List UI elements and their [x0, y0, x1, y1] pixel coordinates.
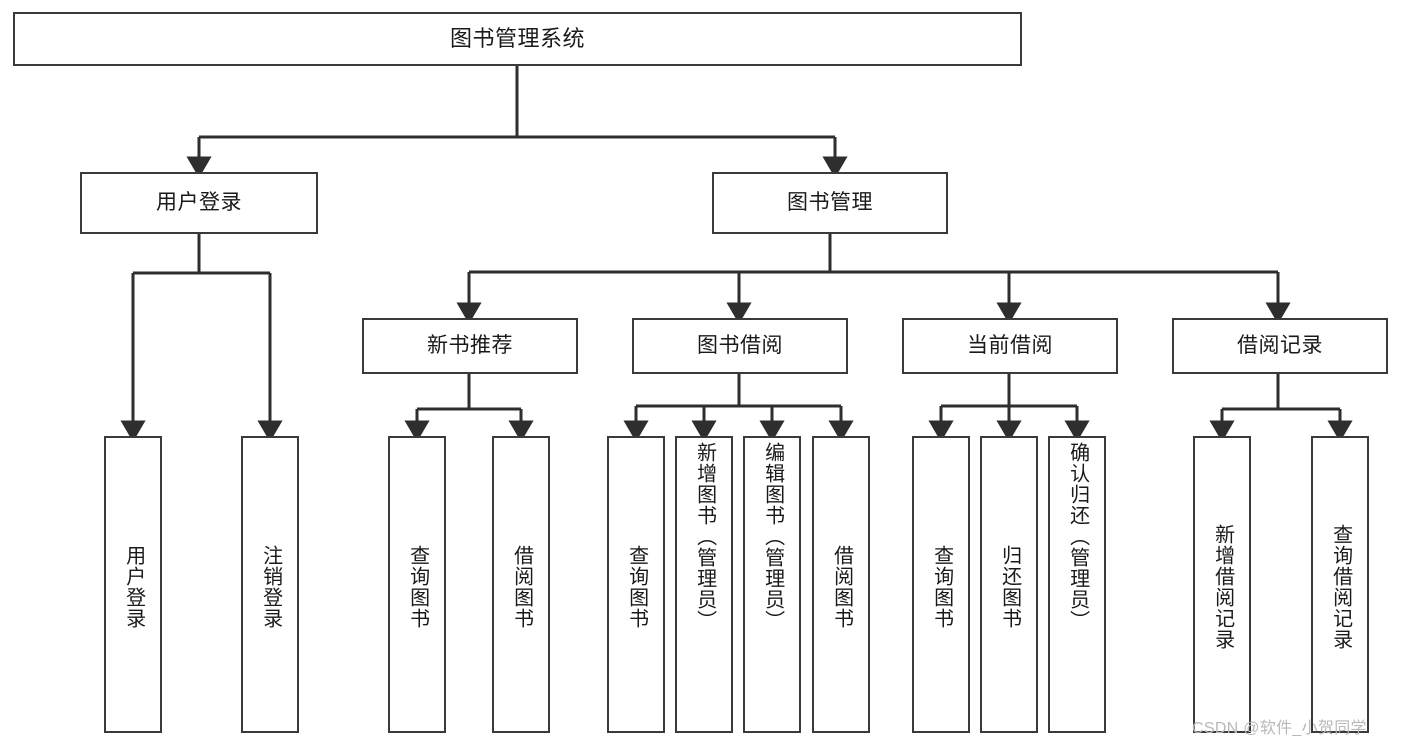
node-leaf-confirm-return-label: 确认归还（管理员） [1066, 442, 1089, 631]
node-leaf-user-login-label: 用户登录 [122, 544, 145, 629]
node-book-manage[interactable]: 图书管理 [712, 172, 948, 234]
node-leaf-confirm-return[interactable]: 确认归还（管理员） [1048, 436, 1106, 733]
node-leaf-borrow-book-2[interactable]: 借阅图书 [812, 436, 870, 733]
node-leaf-query-book-1[interactable]: 查询图书 [388, 436, 446, 733]
node-current-borrow-label: 当前借阅 [967, 334, 1053, 358]
node-leaf-add-book[interactable]: 新增图书（管理员） [675, 436, 733, 733]
node-book-borrow-label: 图书借阅 [697, 334, 783, 358]
node-user-login-label: 用户登录 [156, 191, 242, 215]
node-leaf-add-book-label: 新增图书（管理员） [693, 442, 716, 631]
node-leaf-query-record[interactable]: 查询借阅记录 [1311, 436, 1369, 733]
node-leaf-return-book-label: 归还图书 [998, 544, 1021, 629]
node-new-book-recommend-label: 新书推荐 [427, 334, 513, 358]
node-current-borrow[interactable]: 当前借阅 [902, 318, 1118, 374]
node-leaf-user-login[interactable]: 用户登录 [104, 436, 162, 733]
node-leaf-query-book-3[interactable]: 查询图书 [912, 436, 970, 733]
node-leaf-edit-book-label: 编辑图书（管理员） [761, 442, 784, 631]
node-borrow-record[interactable]: 借阅记录 [1172, 318, 1388, 374]
node-borrow-record-label: 借阅记录 [1237, 334, 1323, 358]
node-leaf-logout-login[interactable]: 注销登录 [241, 436, 299, 733]
node-user-login[interactable]: 用户登录 [80, 172, 318, 234]
node-leaf-query-book-2-label: 查询图书 [625, 544, 648, 629]
node-leaf-add-record-label: 新增借阅记录 [1211, 523, 1234, 650]
node-leaf-query-book-3-label: 查询图书 [930, 544, 953, 629]
node-new-book-recommend[interactable]: 新书推荐 [362, 318, 578, 374]
node-leaf-query-record-label: 查询借阅记录 [1329, 523, 1352, 650]
node-leaf-borrow-book-1[interactable]: 借阅图书 [492, 436, 550, 733]
node-root[interactable]: 图书管理系统 [13, 12, 1022, 66]
node-leaf-query-book-1-label: 查询图书 [406, 544, 429, 629]
node-book-manage-label: 图书管理 [787, 191, 873, 215]
node-root-label: 图书管理系统 [449, 25, 585, 51]
node-leaf-edit-book[interactable]: 编辑图书（管理员） [743, 436, 801, 733]
node-book-borrow[interactable]: 图书借阅 [632, 318, 848, 374]
node-leaf-add-record[interactable]: 新增借阅记录 [1193, 436, 1251, 733]
node-leaf-borrow-book-1-label: 借阅图书 [510, 544, 533, 629]
node-leaf-borrow-book-2-label: 借阅图书 [830, 544, 853, 629]
node-leaf-logout-login-label: 注销登录 [259, 544, 282, 629]
node-leaf-query-book-2[interactable]: 查询图书 [607, 436, 665, 733]
node-leaf-return-book[interactable]: 归还图书 [980, 436, 1038, 733]
